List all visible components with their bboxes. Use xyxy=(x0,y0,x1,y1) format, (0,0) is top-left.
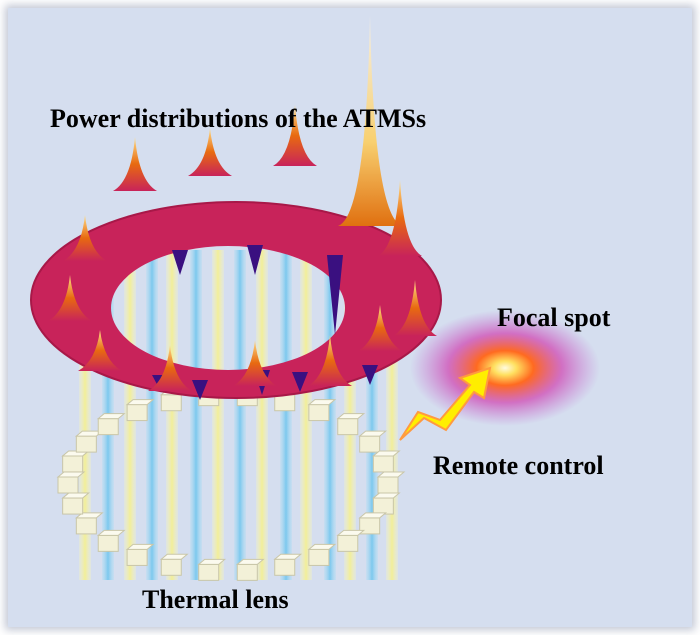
block-face xyxy=(75,435,97,453)
block-face xyxy=(337,534,359,552)
block-top xyxy=(371,450,401,457)
block-top xyxy=(197,558,227,565)
block-top xyxy=(125,399,155,406)
lens-block xyxy=(307,399,337,422)
block-top xyxy=(336,413,366,420)
lens-block xyxy=(159,553,189,576)
lens-block xyxy=(56,471,86,494)
power-peak xyxy=(188,128,232,176)
block-face xyxy=(377,476,399,494)
power-peak xyxy=(63,215,107,261)
block-face xyxy=(126,404,148,422)
power-peak xyxy=(78,330,122,371)
block-top xyxy=(61,492,91,499)
block-top xyxy=(96,413,126,420)
remote-control-label: Remote control xyxy=(433,451,604,480)
focal-spot-label: Focal spot xyxy=(497,303,611,332)
lens-block xyxy=(336,413,366,436)
power-peak xyxy=(113,137,157,191)
remote-control-arrow xyxy=(399,366,492,441)
block-top xyxy=(307,399,337,406)
power-peak xyxy=(148,345,192,391)
power-dip xyxy=(192,380,208,400)
block-face xyxy=(97,418,119,436)
power-peak xyxy=(358,305,402,351)
block-face xyxy=(160,558,182,576)
power-peaks xyxy=(48,15,437,391)
power-peak xyxy=(48,275,92,321)
lens-block xyxy=(376,471,406,494)
block-face xyxy=(337,418,359,436)
power-peak xyxy=(273,105,317,166)
block-face xyxy=(62,455,84,473)
lens-block xyxy=(336,529,366,552)
lens-block xyxy=(125,543,155,566)
block-top xyxy=(56,471,86,478)
block-face xyxy=(372,497,394,515)
lens-block xyxy=(74,430,104,453)
block-face xyxy=(308,548,330,566)
block-face xyxy=(75,517,97,535)
block-top xyxy=(159,553,189,560)
block-top xyxy=(358,430,388,437)
block-top xyxy=(307,543,337,550)
power-peak xyxy=(338,15,402,226)
lens-block xyxy=(197,558,227,581)
block-face xyxy=(198,563,220,581)
power-dip xyxy=(327,255,343,335)
power-dip xyxy=(362,365,378,385)
lens-block xyxy=(125,399,155,422)
lens-block xyxy=(371,450,401,473)
block-top xyxy=(125,543,155,550)
block-top xyxy=(336,529,366,536)
power-peak xyxy=(308,335,352,386)
power-peak xyxy=(378,180,422,256)
lens-block xyxy=(96,413,126,436)
block-face xyxy=(236,563,258,581)
power-peak xyxy=(233,340,277,386)
block-face xyxy=(97,534,119,552)
thermal-lens-label: Thermal lens xyxy=(142,585,289,614)
focal-spot-glow xyxy=(410,310,600,426)
lens-block xyxy=(96,529,126,552)
block-top xyxy=(273,553,303,560)
block-face xyxy=(274,558,296,576)
block-face xyxy=(57,476,79,494)
block-face xyxy=(274,394,296,412)
block-face xyxy=(126,548,148,566)
block-top xyxy=(96,529,126,536)
lens-block xyxy=(61,492,91,515)
power-peak xyxy=(393,280,437,336)
power-ring xyxy=(30,201,442,399)
block-face xyxy=(372,455,394,473)
lens-block xyxy=(273,553,303,576)
block-top xyxy=(371,492,401,499)
lens-block xyxy=(358,512,388,535)
block-face xyxy=(308,404,330,422)
power-dip xyxy=(292,372,308,392)
block-face xyxy=(62,497,84,515)
figure-title: Power distributions of the ATMSs xyxy=(50,104,427,133)
power-dip xyxy=(172,250,188,275)
lens-block xyxy=(307,543,337,566)
block-face xyxy=(359,435,381,453)
block-top xyxy=(376,471,406,478)
lens-block xyxy=(358,430,388,453)
power-dip xyxy=(247,245,263,275)
block-top xyxy=(358,512,388,519)
block-top xyxy=(235,558,265,565)
lens-block xyxy=(235,558,265,581)
block-face xyxy=(160,394,182,412)
lens-block xyxy=(74,512,104,535)
